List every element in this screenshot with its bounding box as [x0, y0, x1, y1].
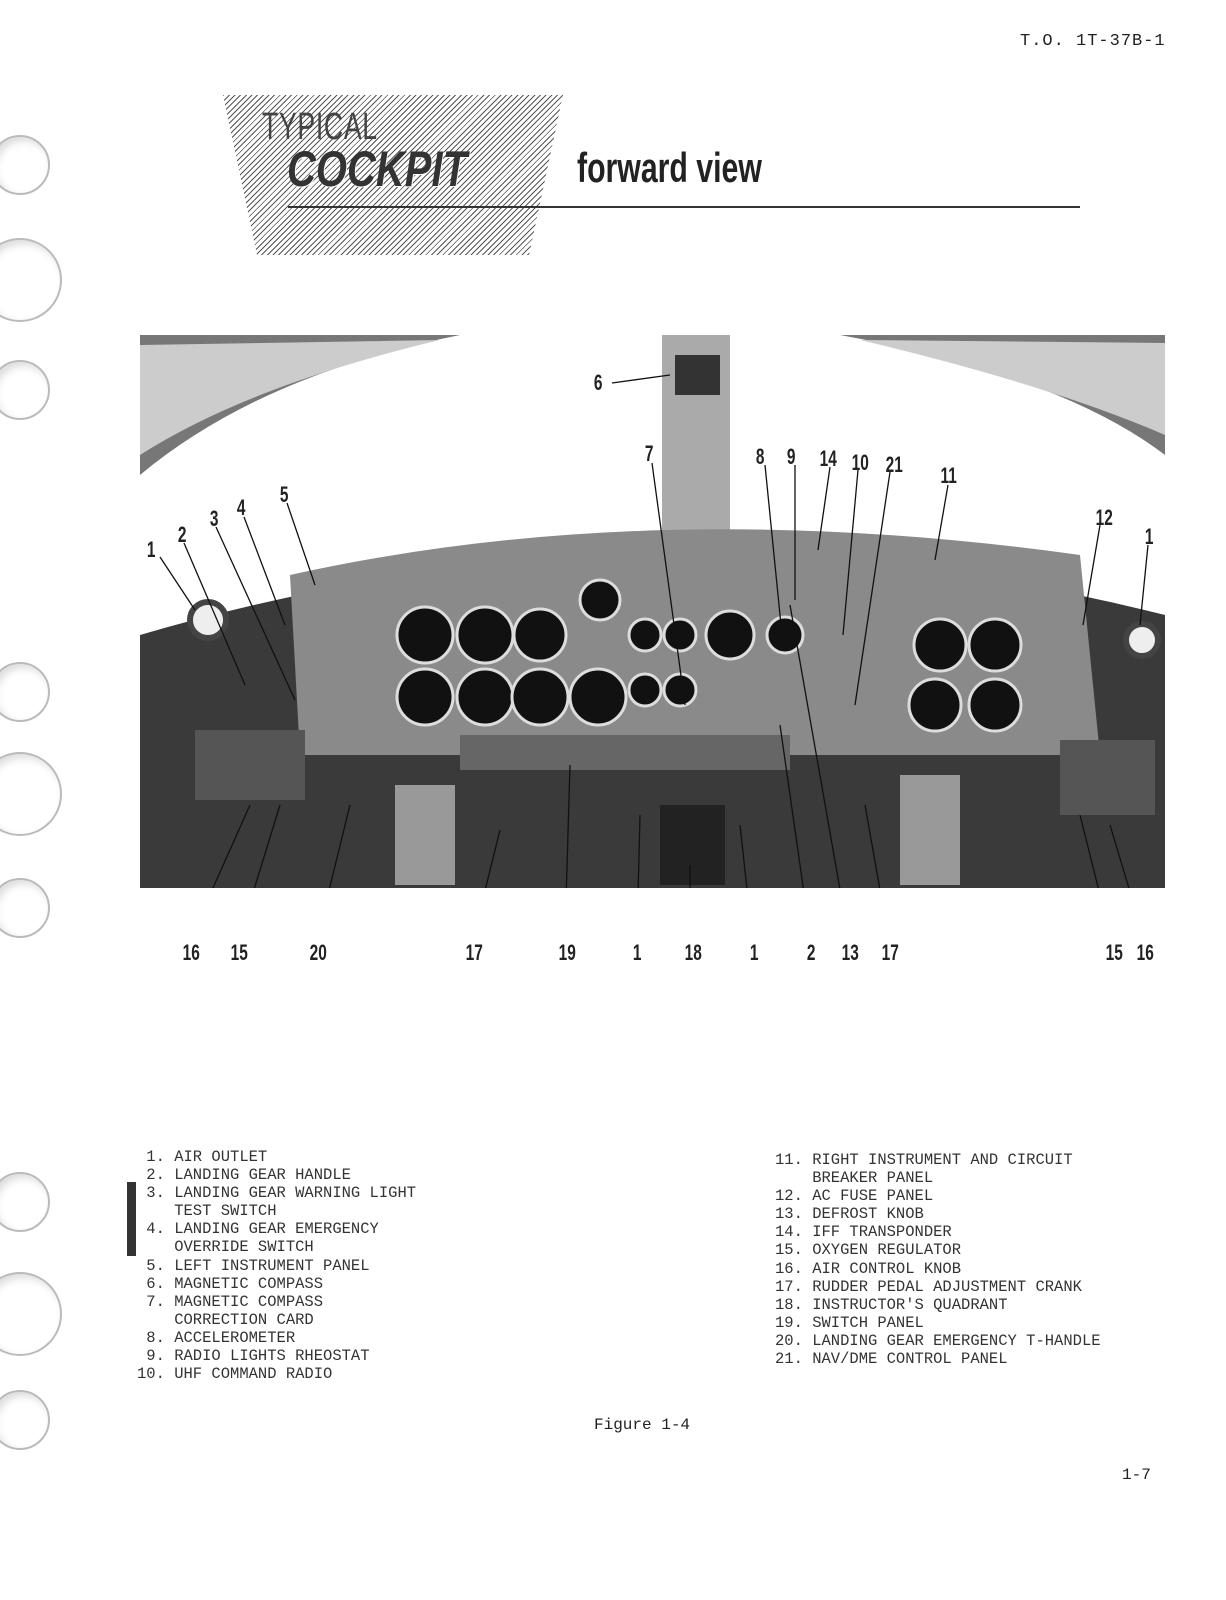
change-bar [127, 1182, 136, 1256]
callout-label: 1 [1144, 524, 1154, 549]
legend-item: 18. INSTRUCTOR'S QUADRANT [775, 1295, 1008, 1314]
callout-label: 10 [851, 450, 869, 475]
binder-hole [0, 878, 50, 938]
legend-item: 9. RADIO LIGHTS RHEOSTAT [137, 1347, 370, 1366]
legend-item: 11. RIGHT INSTRUMENT AND CIRCUIT BREAKER… [775, 1151, 1073, 1188]
legend-item: 4. LANDING GEAR EMERGENCY OVERRIDE SWITC… [146, 1220, 379, 1257]
callout-label: 19 [558, 940, 576, 965]
callout-label: 15 [230, 940, 248, 965]
callout-label: 21 [885, 452, 903, 477]
binder-hole [0, 1390, 50, 1450]
legend-item: 8. ACCELEROMETER [137, 1328, 296, 1347]
legend-item: 6. MAGNETIC COMPASS [137, 1274, 324, 1293]
callout-label: 8 [755, 444, 765, 469]
binder-hole [0, 238, 62, 322]
title-rule [288, 206, 1080, 208]
callout-label: 1 [749, 940, 759, 965]
banner-title-line2: COCKPIT [287, 141, 467, 197]
binder-hole [0, 135, 50, 195]
legend-item: 21. NAV/DME CONTROL PANEL [775, 1350, 1008, 1369]
legend-item: 7. MAGNETIC COMPASS CORRECTION CARD [146, 1292, 324, 1329]
callout-label: 2 [177, 522, 187, 547]
legend-item: 13. DEFROST KNOB [775, 1205, 924, 1224]
binder-hole [0, 1172, 50, 1232]
cockpit-photo [140, 335, 1165, 888]
callout-label: 11 [940, 463, 957, 488]
legend-item: 1. AIR OUTLET [137, 1148, 268, 1166]
binder-hole [0, 360, 50, 420]
callout-label: 15 [1105, 940, 1123, 965]
callout-label: 1 [146, 537, 156, 562]
legend-item: 20. LANDING GEAR EMERGENCY T-HANDLE [775, 1331, 1101, 1350]
page-subtitle: forward view [577, 144, 762, 191]
legend-item: 3. LANDING GEAR WARNING LIGHT TEST SWITC… [146, 1184, 417, 1221]
callout-label: 7 [644, 441, 654, 466]
callout-label: 20 [309, 940, 327, 965]
callout-label: 16 [1136, 940, 1154, 965]
document-number: T.O. 1T-37B-1 [1020, 32, 1166, 51]
legend-item: 2. LANDING GEAR HANDLE [137, 1166, 351, 1185]
binder-hole [0, 1272, 62, 1356]
legend-item: 16. AIR CONTROL KNOB [775, 1259, 962, 1278]
legend-item: 17. RUDDER PEDAL ADJUSTMENT CRANK [775, 1277, 1082, 1296]
callout-label: 4 [236, 495, 246, 520]
figure-caption: Figure 1-4 [594, 1416, 691, 1434]
callout-label: 1 [632, 940, 642, 965]
legend-item: 19. SWITCH PANEL [775, 1313, 924, 1332]
legend-item: 15. OXYGEN REGULATOR [775, 1241, 962, 1260]
callout-label: 9 [786, 444, 796, 469]
legend-item: 12. AC FUSE PANEL [775, 1187, 934, 1206]
callout-label: 14 [819, 446, 837, 471]
callout-label: 2 [806, 940, 816, 965]
banner-title-line1: TYPICAL [262, 106, 378, 148]
callout-label: 13 [841, 940, 859, 965]
hatched-banner [223, 95, 563, 255]
callout-label: 6 [593, 370, 603, 395]
page-number: 1-7 [1122, 1466, 1151, 1484]
binder-hole [0, 752, 62, 836]
legend-item: 14. IFF TRANSPONDER [775, 1223, 952, 1242]
legend-left: 1. AIR OUTLET 2. LANDING GEAR HANDLE 3. … [137, 1148, 416, 1383]
callout-label: 3 [209, 506, 219, 531]
callout-label: 17 [465, 940, 483, 965]
binder-hole [0, 662, 50, 722]
callout-label: 5 [279, 482, 289, 507]
callout-label: 16 [182, 940, 200, 965]
legend-item: 10. UHF COMMAND RADIO [137, 1365, 333, 1384]
legend-right: 11. RIGHT INSTRUMENT AND CIRCUIT BREAKER… [775, 1151, 1101, 1368]
legend-item: 5. LEFT INSTRUMENT PANEL [137, 1256, 370, 1275]
callout-label: 18 [684, 940, 702, 965]
callout-label: 12 [1095, 505, 1113, 530]
callout-label: 17 [881, 940, 899, 965]
